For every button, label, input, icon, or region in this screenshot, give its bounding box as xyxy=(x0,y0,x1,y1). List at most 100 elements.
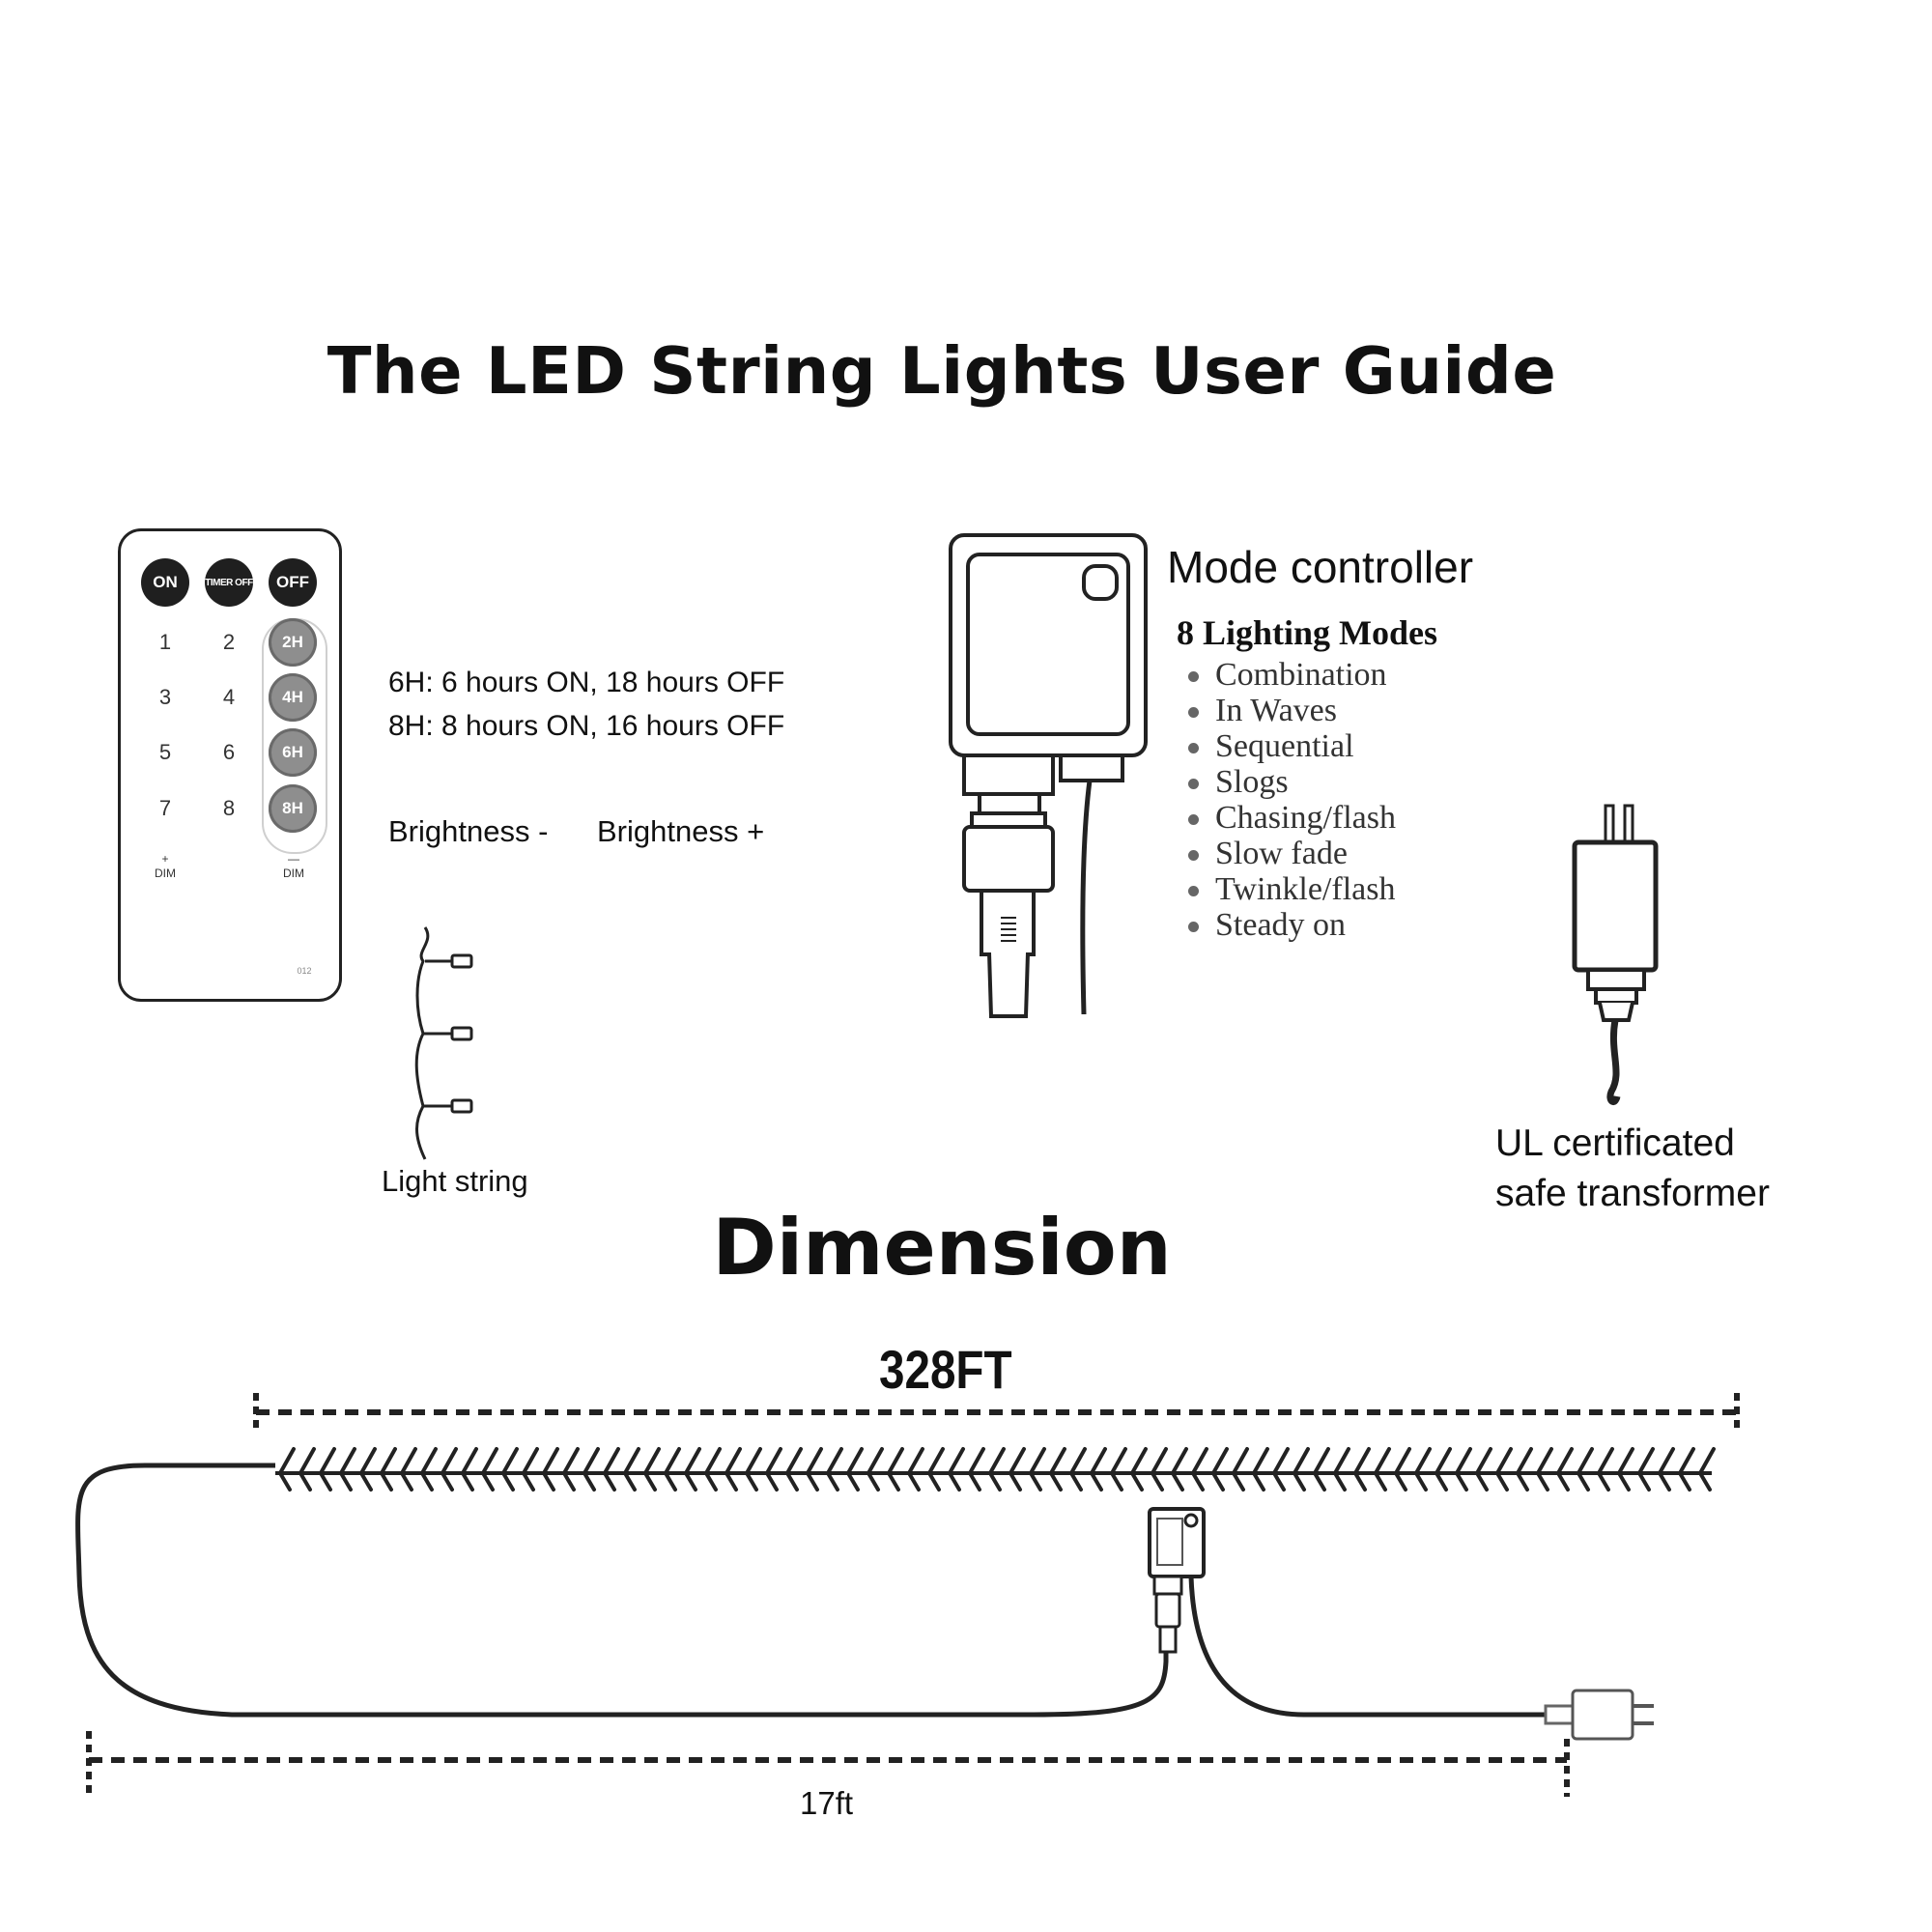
led-tick xyxy=(1658,1447,1675,1475)
led-tick xyxy=(1069,1471,1083,1492)
led-tick xyxy=(1333,1447,1350,1475)
led-tick xyxy=(298,1471,312,1492)
led-tick xyxy=(278,1447,296,1475)
led-tick xyxy=(339,1471,353,1492)
lead-length-label: 17ft xyxy=(800,1785,854,1821)
main-length-label: 328FT xyxy=(879,1339,1012,1400)
led-tick xyxy=(968,1447,985,1475)
remote-off-button: OFF xyxy=(269,558,317,607)
led-tick xyxy=(319,1471,332,1492)
led-tick xyxy=(664,1471,677,1492)
led-tick xyxy=(1272,1471,1286,1492)
lighting-modes-heading: 8 Lighting Modes xyxy=(1177,613,1438,652)
light-string-illustration xyxy=(414,926,473,1160)
led-tick xyxy=(1698,1471,1712,1492)
led-tick xyxy=(1597,1447,1614,1475)
page-title: The LED String Lights User Guide xyxy=(327,333,1557,409)
led-tick xyxy=(1617,1471,1631,1492)
led-tick xyxy=(1090,1447,1107,1475)
led-tick xyxy=(1009,1447,1026,1475)
led-tick xyxy=(1435,1471,1448,1492)
led-tick xyxy=(948,1471,961,1492)
led-tick xyxy=(1313,1471,1326,1492)
light-string-label: Light string xyxy=(382,1164,528,1198)
led-tick xyxy=(1556,1447,1574,1475)
led-tick xyxy=(643,1447,661,1475)
led-tick xyxy=(1475,1447,1492,1475)
led-tick xyxy=(1516,1447,1533,1475)
led-tick xyxy=(1556,1471,1570,1492)
led-tick xyxy=(1394,1447,1411,1475)
led-tick xyxy=(1130,1471,1144,1492)
led-tick xyxy=(481,1447,498,1475)
led-tick xyxy=(1414,1471,1428,1492)
lighting-mode-item: Sequential xyxy=(1188,728,1396,764)
led-tick xyxy=(1151,1447,1168,1475)
led-tick xyxy=(1313,1447,1330,1475)
led-tick xyxy=(1232,1471,1245,1492)
led-tick xyxy=(1029,1471,1042,1492)
led-tick xyxy=(501,1471,515,1492)
led-tick xyxy=(1151,1471,1164,1492)
dim-minus-label: DIM xyxy=(283,867,304,880)
dim-minus-sign: — xyxy=(288,852,299,866)
led-tick xyxy=(298,1447,316,1475)
led-tick xyxy=(1069,1447,1087,1475)
remote-timer-off-button: TIMER OFF xyxy=(205,558,253,607)
lighting-mode-item: Slogs xyxy=(1188,764,1396,800)
dim-plus-sign: + xyxy=(161,852,169,866)
led-tick xyxy=(765,1447,782,1475)
led-tick xyxy=(440,1471,454,1492)
led-tick xyxy=(907,1447,924,1475)
led-tick xyxy=(643,1471,657,1492)
lighting-modes-list: Combination In Waves Sequential Slogs Ch… xyxy=(1188,657,1396,943)
led-tick xyxy=(1698,1447,1716,1475)
led-tick xyxy=(1171,1471,1184,1492)
remote-number-6: 6 xyxy=(222,740,236,764)
led-tick xyxy=(1049,1471,1063,1492)
led-tick xyxy=(846,1447,864,1475)
led-tick xyxy=(420,1471,434,1492)
brightness-plus-note: Brightness + xyxy=(597,814,765,848)
led-tick xyxy=(927,1447,945,1475)
led-tick xyxy=(1637,1447,1655,1475)
led-tick xyxy=(1435,1447,1452,1475)
led-tick xyxy=(1577,1471,1590,1492)
remote-number-3: 3 xyxy=(158,685,172,709)
led-tick xyxy=(704,1471,718,1492)
led-tick xyxy=(1029,1447,1046,1475)
led-tick xyxy=(380,1471,393,1492)
led-tick xyxy=(603,1447,620,1475)
led-tick xyxy=(1130,1447,1148,1475)
remote-number-8: 8 xyxy=(222,796,236,820)
mode-controller-illustration xyxy=(949,533,1148,1018)
lighting-mode-item: Steady on xyxy=(1188,907,1396,943)
led-tick xyxy=(1009,1471,1022,1492)
led-tick xyxy=(1617,1447,1634,1475)
timer-8h-note: 8H: 8 hours ON, 16 hours OFF xyxy=(388,710,785,742)
led-tick xyxy=(1191,1447,1208,1475)
led-tick xyxy=(1211,1471,1225,1492)
led-tick xyxy=(826,1447,843,1475)
led-tick xyxy=(319,1447,336,1475)
led-tick xyxy=(623,1471,637,1492)
remote-timer-6h: 6H xyxy=(269,728,317,777)
mode-controller-title: Mode controller xyxy=(1167,542,1474,592)
led-tick xyxy=(1658,1471,1671,1492)
led-tick xyxy=(1191,1471,1205,1492)
led-tick xyxy=(1090,1471,1103,1492)
led-tick xyxy=(1374,1471,1387,1492)
led-tick xyxy=(522,1447,539,1475)
lighting-mode-item: Combination xyxy=(1188,657,1396,693)
led-tick xyxy=(988,1471,1002,1492)
led-tick xyxy=(745,1471,758,1492)
led-tick xyxy=(542,1471,555,1492)
led-tick xyxy=(684,1471,697,1492)
led-tick xyxy=(582,1447,600,1475)
remote-control: ON TIMER OFF OFF 1 2 3 4 5 6 7 8 2H 4H 6… xyxy=(118,528,342,1002)
lighting-mode-item: Chasing/flash xyxy=(1188,800,1396,836)
lighting-mode-item: Slow fade xyxy=(1188,836,1396,871)
led-tick xyxy=(1049,1447,1066,1475)
led-tick xyxy=(927,1471,941,1492)
led-tick xyxy=(1110,1471,1123,1492)
